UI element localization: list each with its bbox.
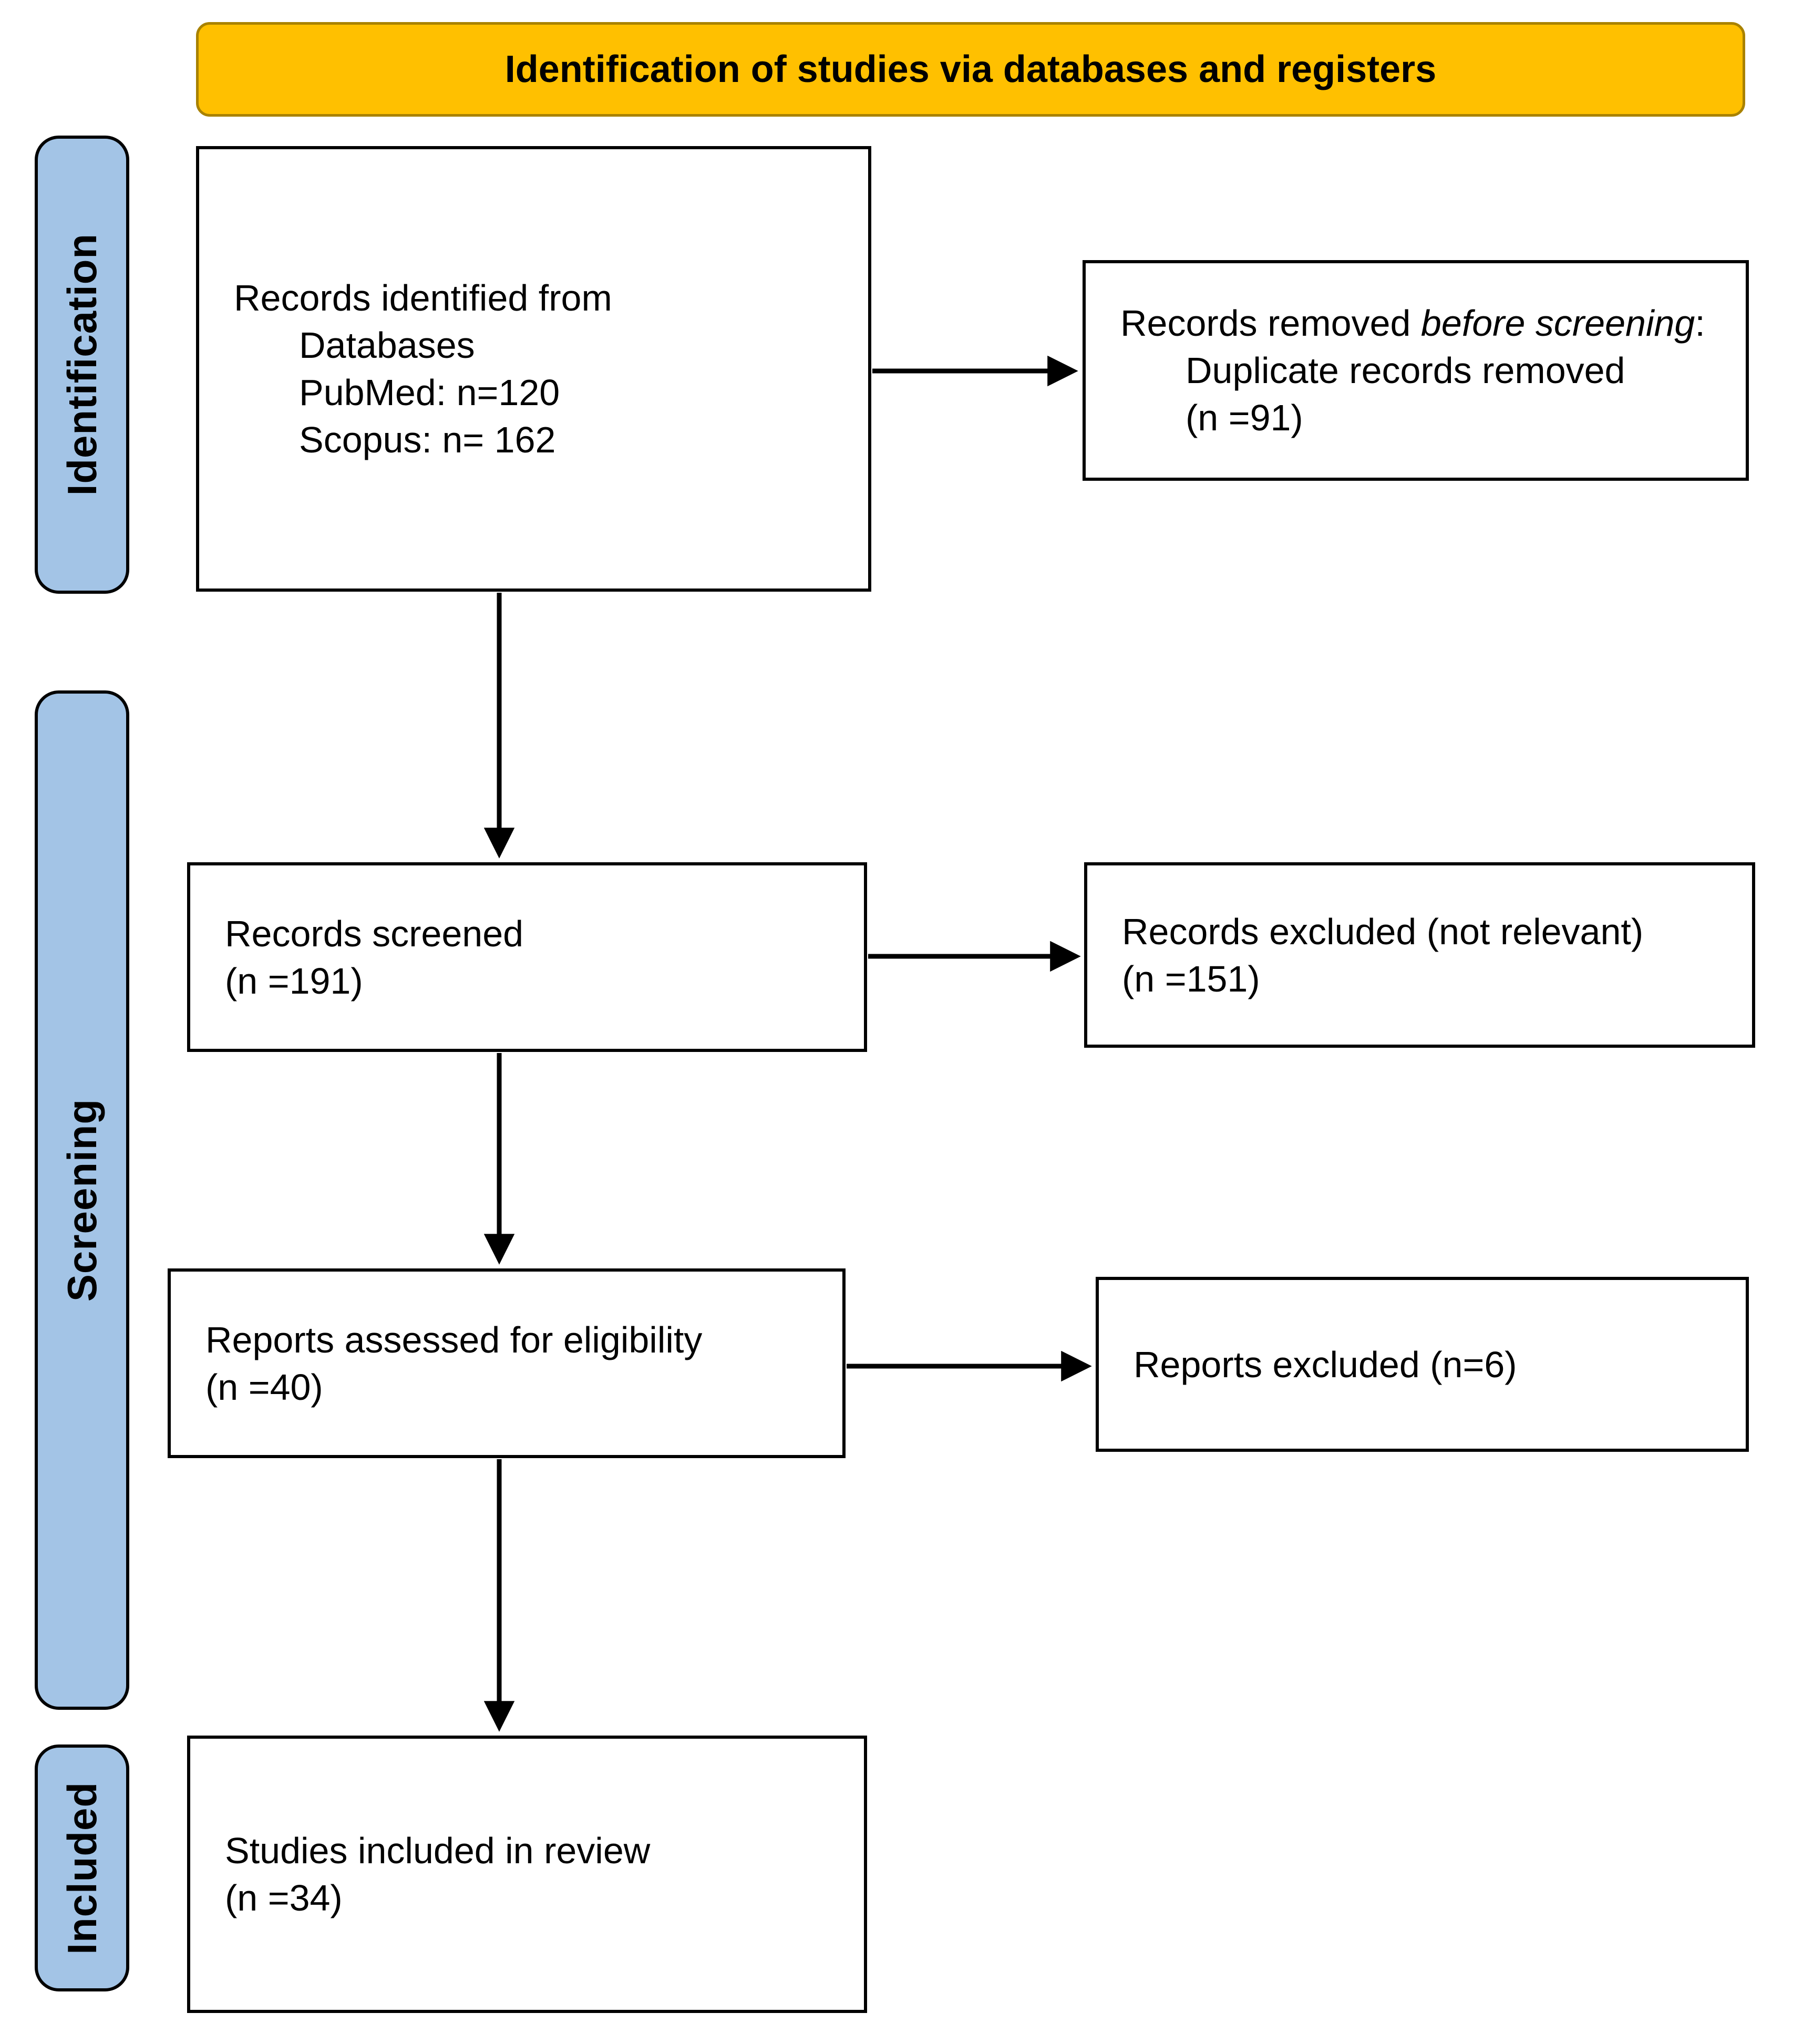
box-line-text: Records removed (1120, 303, 1421, 344)
stage-tab-included: Included (35, 1744, 129, 1991)
box-line: Records screened (225, 913, 524, 954)
box-records-screened: Records screened (n =191) (187, 862, 867, 1052)
box-line: (n =91) (1186, 397, 1303, 438)
stage-tab-identification: Identification (35, 136, 129, 594)
box-line: Records identified from (234, 277, 612, 318)
box-line: PubMed: n=120 (299, 372, 560, 413)
stage-label-screening: Screening (58, 1098, 105, 1302)
box-line: Reports assessed for eligibility (205, 1319, 703, 1360)
box-line-italic-text: before screening (1420, 303, 1695, 344)
box-studies-included: Studies included in review (n =34) (187, 1736, 867, 2013)
box-line: (n =34) (225, 1877, 343, 1918)
box-line: Records removed before screening: (1120, 300, 1725, 347)
box-reports-assessed: Reports assessed for eligibility (n =40) (168, 1268, 846, 1458)
stage-tab-screening: Screening (35, 690, 129, 1710)
title-banner: Identification of studies via databases … (196, 22, 1745, 117)
box-line: Records excluded (not relevant) (1122, 911, 1644, 952)
diagram-title: Identification of studies via databases … (504, 48, 1437, 90)
box-line: (n =151) (1122, 958, 1260, 999)
box-line-text: : (1695, 303, 1705, 344)
box-line: Studies included in review (225, 1830, 651, 1871)
box-line: Scopus: n= 162 (299, 419, 556, 460)
box-records-removed: Records removed before screening: Duplic… (1083, 260, 1749, 481)
box-line: (n =40) (205, 1366, 323, 1408)
stage-label-included: Included (58, 1781, 105, 1955)
box-reports-excluded: Reports excluded (n=6) (1096, 1277, 1749, 1452)
box-line: Duplicate records removed (1186, 350, 1625, 391)
box-records-identified: Records identified from Databases PubMed… (196, 146, 871, 592)
stage-label-identification: Identification (58, 233, 105, 496)
box-records-excluded: Records excluded (not relevant) (n =151) (1084, 862, 1755, 1048)
box-line: Reports excluded (n=6) (1134, 1344, 1517, 1385)
box-line: Databases (299, 325, 475, 366)
box-line: (n =191) (225, 960, 363, 1002)
